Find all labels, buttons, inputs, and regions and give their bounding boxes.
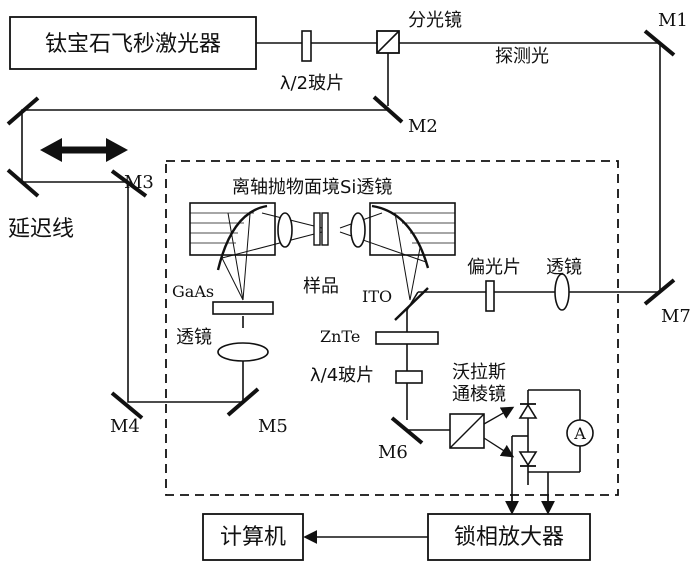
- quarter-wave-plate: [395, 370, 423, 384]
- mirror-delay-bottom: [6, 168, 40, 198]
- mirror-delay-top: [6, 96, 40, 126]
- right-lens-label: 透镜: [546, 257, 582, 278]
- left-lens-label: 透镜: [176, 327, 212, 348]
- mirror-m4: [110, 391, 144, 420]
- ammeter-label: A: [573, 424, 586, 443]
- mirror-m4-label: M4: [110, 416, 140, 437]
- left-focus-lens: [217, 342, 269, 362]
- mirror-m5: [226, 387, 260, 417]
- probe-label: 探测光: [495, 46, 549, 67]
- beamsplitter-cube: [376, 30, 400, 54]
- ito-label: ITO: [362, 287, 392, 306]
- half-wave-label: λ/2玻片: [280, 73, 344, 94]
- computer-label: 计算机: [220, 525, 286, 550]
- si-lens-right: [350, 212, 366, 248]
- signal-lines: [303, 496, 555, 544]
- photodiode-bottom-icon: [518, 451, 538, 467]
- wollaston-prism: [449, 413, 485, 449]
- delay-double-arrow-icon: [40, 138, 128, 162]
- beam-paths: [21, 42, 661, 431]
- balanced-detector: [511, 389, 581, 512]
- right-parabolic-mirror: [339, 202, 456, 301]
- sample-label: 样品: [303, 276, 339, 297]
- thz-enclosure: [165, 160, 619, 496]
- wollaston-label-line2: 通棱镜: [452, 384, 506, 405]
- si-lens-left: [277, 212, 293, 248]
- wollaston-label-line1: 沃拉斯: [452, 362, 506, 383]
- lockin-box: [427, 513, 591, 561]
- polarizer: [485, 280, 495, 312]
- left-parabolic-mirror: [189, 202, 323, 301]
- polarizer-label: 偏光片: [467, 257, 521, 278]
- mirror-m7-label: M7: [661, 306, 691, 327]
- mirror-m5-label: M5: [258, 416, 288, 437]
- photodiode-top-icon: [518, 403, 538, 419]
- mirror-m6: [390, 416, 424, 445]
- beamsplitter-label: 分光镜: [408, 10, 462, 31]
- gaas-emitter: [212, 301, 274, 315]
- mirror-m6-label: M6: [378, 442, 408, 463]
- right-lens: [554, 273, 570, 311]
- beam-m2-to-delay: [21, 109, 388, 183]
- delay-line-label: 延迟线: [8, 217, 74, 242]
- sample-plate-1: [313, 212, 321, 246]
- laser-label: 钛宝石飞秒激光器: [45, 32, 221, 57]
- mirror-m3-label: M3: [124, 172, 154, 193]
- znte-label: ZnTe: [320, 327, 360, 346]
- computer-box: [202, 513, 304, 561]
- ammeter-icon: A: [566, 419, 594, 447]
- laser-box: [9, 16, 257, 70]
- quarter-wave-label: λ/4玻片: [310, 365, 374, 386]
- mirror-m2-label: M2: [408, 116, 438, 137]
- sample-plate-2: [321, 212, 329, 246]
- mirror-m2: [372, 95, 404, 124]
- ito-plate: [394, 287, 429, 321]
- mirror-m1-label: M1: [658, 10, 688, 31]
- parabolic-lens-label: 离轴抛物面境Si透镜: [232, 177, 392, 198]
- mirror-m3: [110, 169, 148, 198]
- gaas-label: GaAs: [172, 282, 214, 301]
- znte-crystal: [375, 331, 439, 345]
- half-wave-plate: [301, 30, 312, 62]
- mirror-m1: [643, 29, 676, 57]
- beam-m3-to-m5: [127, 182, 244, 403]
- split-beams: [483, 406, 515, 458]
- lockin-label: 锁相放大器: [454, 525, 564, 550]
- mirror-m7: [643, 278, 676, 306]
